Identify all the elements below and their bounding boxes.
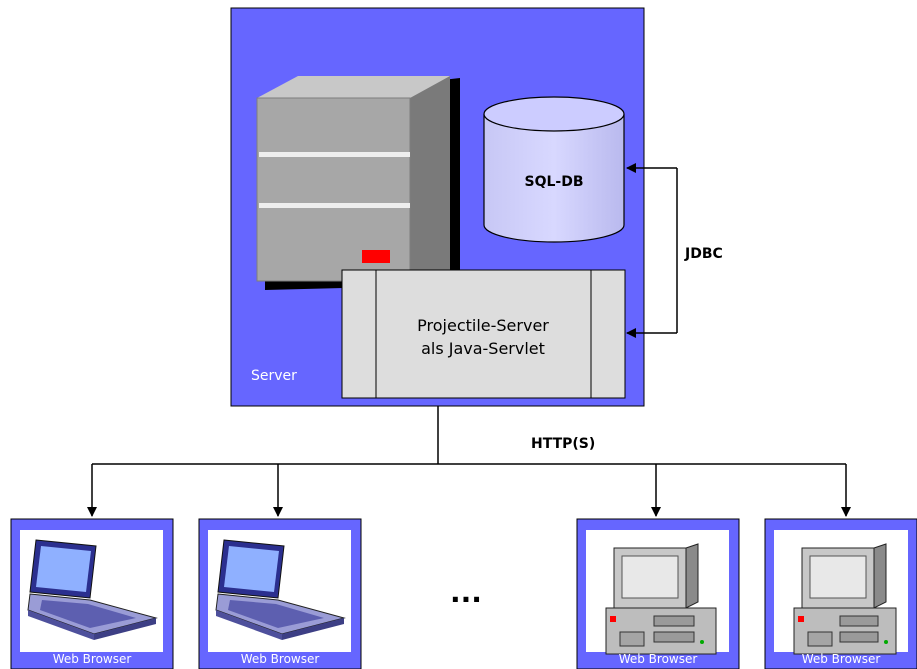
desktop-pc-icon <box>605 543 717 655</box>
desktop-pc-icon <box>793 543 897 655</box>
sql-database-icon <box>483 96 625 243</box>
servlet-label-line2: als Java-Servlet <box>421 339 545 358</box>
client-label: Web Browser <box>802 652 881 666</box>
laptop-icon <box>27 539 158 640</box>
client-label: Web Browser <box>619 652 698 666</box>
http-label: HTTP(S) <box>531 436 595 452</box>
server-label: Server <box>251 368 297 384</box>
client-box <box>198 518 362 669</box>
jdbc-connector <box>626 163 678 338</box>
servlet-box <box>341 269 626 399</box>
client-label: Web Browser <box>53 652 132 666</box>
laptop-icon <box>215 539 346 640</box>
servlet-label-line1: Projectile-Server <box>417 316 549 335</box>
http-connector <box>87 406 851 517</box>
server-tower-icon <box>256 76 460 290</box>
client-box <box>10 518 174 669</box>
client-label: Web Browser <box>241 652 320 666</box>
status-indicator <box>362 250 390 263</box>
sql-db-label: SQL-DB <box>524 174 583 190</box>
ellipsis: ... <box>450 576 482 609</box>
jdbc-label: JDBC <box>684 246 723 262</box>
